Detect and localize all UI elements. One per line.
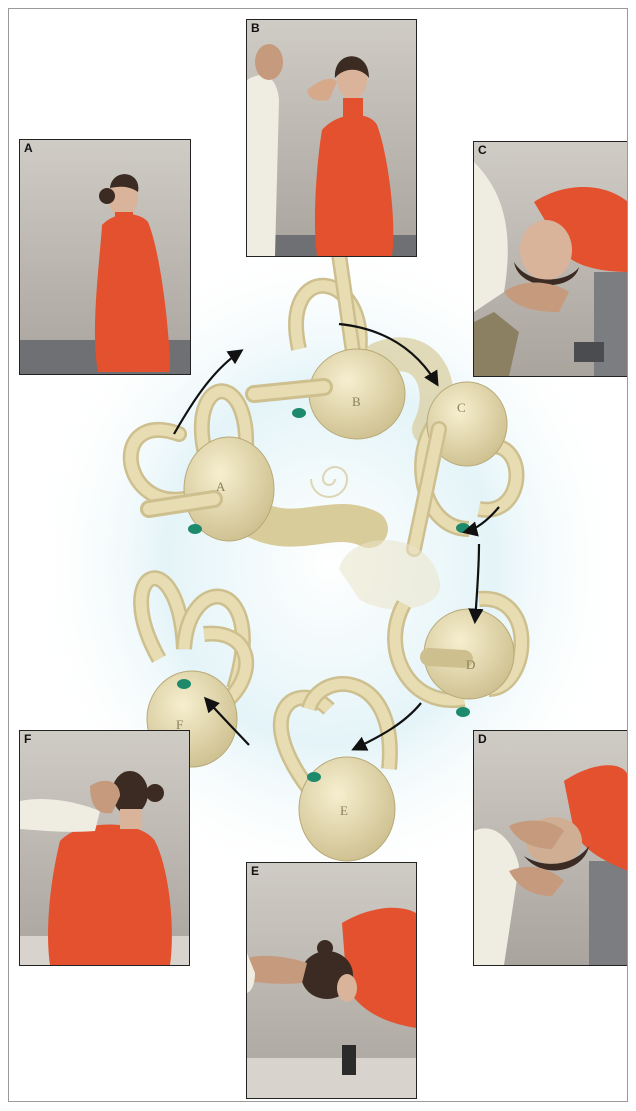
figure-frame: A B C [8,8,628,1102]
labyrinth-label-a: A [216,479,226,494]
photo-c-figure [474,142,628,376]
photo-panel-b: B [246,19,417,257]
photo-d-figure [474,731,628,965]
photo-label-a: A [24,141,33,155]
photo-e-figure [247,863,416,1098]
photo-label-f: F [24,732,31,746]
photo-panel-e: E [246,862,417,1099]
photo-panel-c: C [473,141,628,377]
photo-a-figure [20,140,190,374]
photo-f-figure [20,731,189,965]
labyrinth-label-b: B [352,394,361,409]
photo-panel-d: D [473,730,628,966]
photo-panel-f: F [19,730,190,966]
photo-label-d: D [478,732,487,746]
labyrinth-label-e: E [340,803,348,818]
photo-label-c: C [478,143,487,157]
labyrinth-label-d: D [466,657,475,672]
photo-b-figure [247,20,416,256]
photo-panel-a: A [19,139,191,375]
photo-label-e: E [251,864,259,878]
labyrinth-label-c: C [457,400,466,415]
photo-label-b: B [251,21,260,35]
